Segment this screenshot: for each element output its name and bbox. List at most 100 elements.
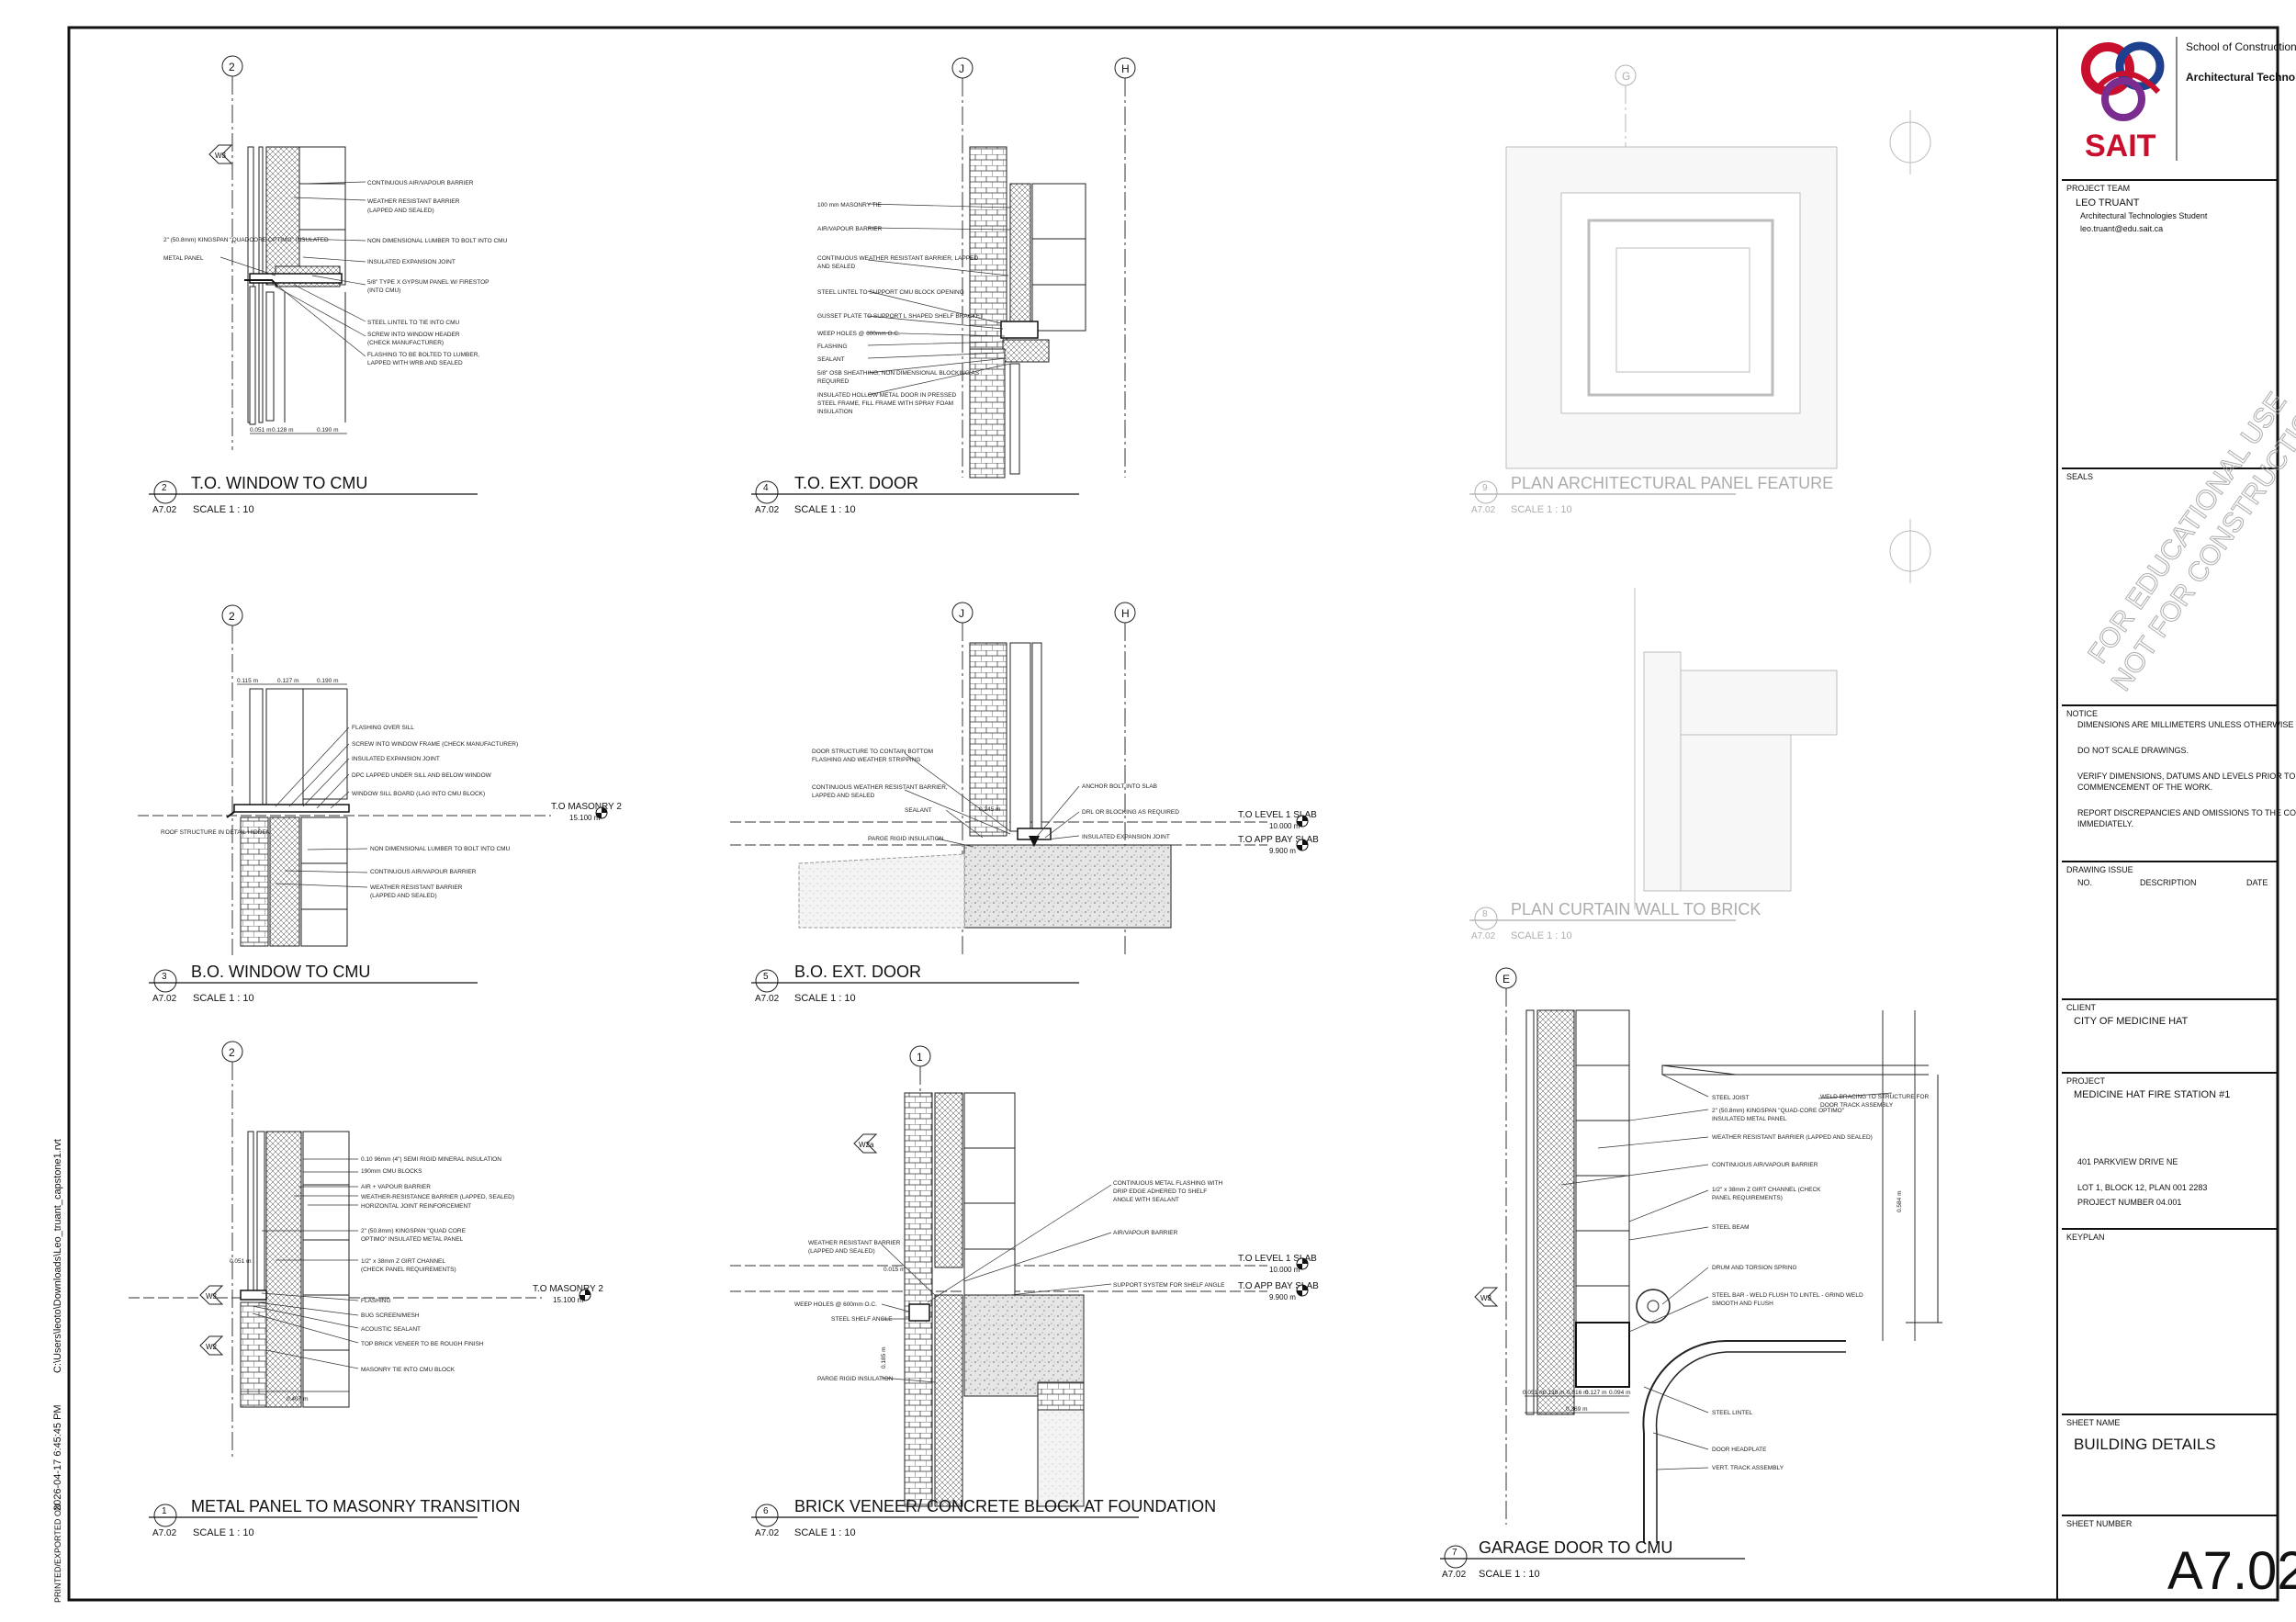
drawing-annotation: W2a: [859, 1141, 874, 1149]
team-role: Architectural Technologies Student: [2080, 211, 2208, 220]
drawing-annotation: 0.128 m: [272, 427, 294, 434]
drawing-annotation: E: [1503, 973, 1510, 986]
drawing-annotation: 0.115 m: [237, 678, 258, 684]
detail-9-plan-architectural-panel: G 9 A7.02 PLAN ARCHITECTURAL PANEL FEATU…: [1469, 64, 1931, 515]
project-name: MEDICINE HAT FIRE STATION #1: [2074, 1089, 2230, 1100]
detail-3-bo-window-to-cmu: 2 FLASHING OVER SILL SCREW INTO WINDOW F…: [138, 604, 622, 1004]
drawing-annotation: AIR + VAPOUR BARRIER: [361, 1184, 431, 1190]
sheet-name-label: SHEET NAME: [2066, 1418, 2120, 1427]
drawing-annotation: OPTIMO" INSULATED METAL PANEL: [361, 1236, 464, 1243]
drawing-annotation: VERT. TRACK ASSEMBLY: [1712, 1465, 1784, 1471]
detail-4-to-ext-door: J H 100 mm MASONRY TIE AIR/VAPOUR BARRIE…: [751, 57, 1136, 515]
drawing-annotation: SCALE 1 : 10: [1511, 504, 1572, 515]
project-team-label: PROJECT TEAM: [2066, 184, 2130, 193]
project-address: 401 PARKVIEW DRIVE NE: [2077, 1157, 2178, 1166]
detail-8-plan-curtain-wall-to-brick: 8 A7.02 PLAN CURTAIN WALL TO BRICK SCALE…: [1469, 519, 1931, 941]
drawing-annotation: WINDOW SILL BOARD (LAG INTO CMU BLOCK): [352, 791, 485, 797]
drawing-annotation: LAPPED AND SEALED: [812, 793, 875, 799]
drawing-annotation: 0.094 m: [1609, 1390, 1631, 1396]
drawing-annotation: ROOF STRUCTURE IN DETAIL HIDDEN: [161, 829, 271, 836]
drawing-annotation: A7.02: [755, 994, 780, 1004]
drawing-annotation: A7.02: [1471, 505, 1496, 515]
print-stamp: PRINTED/EXPORTED ON 2026-04-17 6:45:45 P…: [52, 1139, 63, 1603]
program-name: Architectural Technologies: [2186, 71, 2296, 84]
drawing-annotation: WEATHER RESISTANT BARRIER (LAPPED AND SE…: [1712, 1134, 1873, 1141]
drawing-annotation: (INTO CMU): [367, 287, 400, 294]
drawing-annotation: 2" (50.8mm) KINGSPAN "QUAD CORE: [361, 1228, 467, 1234]
drawing-annotation: 15.100 m: [569, 814, 601, 822]
school-name: School of Construction: [2186, 40, 2296, 53]
client-name: CITY OF MEDICINE HAT: [2074, 1016, 2189, 1027]
team-email: leo.truant@edu.sait.ca: [2080, 224, 2163, 233]
drawing-issue-label: DRAWING ISSUE: [2066, 865, 2133, 874]
drawing-annotation: 9.900 m: [1269, 847, 1296, 855]
drawing-annotation: 0.127 m: [1585, 1390, 1607, 1396]
drawing-annotation: STEEL BAR - WELD FLUSH TO LINTEL - GRIND…: [1712, 1292, 1863, 1299]
drawing-annotation: (LAPPED AND SEALED): [370, 893, 437, 899]
drawing-annotation: 0.185 m: [881, 1347, 887, 1369]
notice-6: IMMEDIATELY.: [2077, 819, 2133, 828]
issue-col-date: DATE: [2246, 878, 2268, 887]
drawing-annotation: T.O APP BAY SLAB: [1238, 835, 1319, 845]
drawing-annotation: 0.051 m: [1523, 1390, 1545, 1396]
drawing-annotation: INSULATED EXPANSION JOINT: [367, 259, 456, 265]
drawing-annotation: WEATHER-RESISTANCE BARRIER (LAPPED, SEAL…: [361, 1194, 514, 1200]
drawing-annotation: T.O APP BAY SLAB: [1238, 1281, 1319, 1291]
drawing-annotation: STEEL JOIST: [1712, 1095, 1750, 1101]
drawing-annotation: 0.051 m: [250, 427, 272, 434]
drawing-annotation: DPC LAPPED UNDER SILL AND BELOW WINDOW: [352, 772, 492, 779]
drawing-annotation: STEEL BEAM: [1712, 1224, 1750, 1231]
drawing-annotation: STEEL FRAME, FILL FRAME WITH SPRAY FOAM: [817, 400, 953, 407]
drawing-annotation: A7.02: [1442, 1570, 1467, 1580]
drawing-annotation: B.O. WINDOW TO CMU: [191, 963, 370, 981]
detail-7-garage-door-to-cmu: E W3 STEEL JOIST 2" (50.: [1440, 967, 1942, 1580]
drawing-annotation: PLAN CURTAIN WALL TO BRICK: [1511, 900, 1761, 918]
drawing-annotation: BRICK VENEER/ CONCRETE BLOCK AT FOUNDATI…: [794, 1497, 1216, 1515]
drawing-annotation: CONTINUOUS AIR/VAPOUR BARRIER: [367, 180, 474, 186]
drawing-annotation: PLAN ARCHITECTURAL PANEL FEATURE: [1511, 474, 1833, 492]
drawing-annotation: 9: [1482, 483, 1488, 493]
drawing-annotation: (CHECK PANEL REQUIREMENTS): [361, 1267, 456, 1273]
drawing-annotation: W3: [206, 1292, 218, 1301]
drawing-annotation: (LAPPED AND SEALED): [808, 1248, 875, 1255]
drawing-annotation: SCALE 1 : 10: [1479, 1569, 1540, 1580]
drawing-annotation: PARGE RIGID INSULATION: [817, 1376, 894, 1382]
detail-5-bo-ext-door: J H DOOR STRUCTURE TO CONTAIN BOTTOM FLA…: [730, 602, 1319, 1004]
drawing-annotation: 2" (50.8mm) KINGSPAN "QUADCORE OPTIMO" I…: [163, 237, 329, 243]
drawing-annotation: CONTINUOUS METAL FLASHING WITH: [1113, 1180, 1222, 1187]
drawing-annotation: H: [1121, 607, 1130, 620]
drawing-annotation: 7: [1452, 1548, 1458, 1558]
drawing-annotation: CONTINUOUS AIR/VAPOUR BARRIER: [370, 869, 477, 875]
drawing-annotation: 1: [162, 1506, 167, 1516]
drawing-annotation: T.O MASONRY 2: [533, 1284, 603, 1294]
drawing-annotation: W3: [215, 152, 227, 160]
project-label: PROJECT: [2066, 1076, 2106, 1086]
sheet-border: [67, 26, 2279, 1602]
sait-logo: SAIT: [2081, 41, 2165, 163]
drawing-annotation: 2: [162, 483, 167, 493]
drawing-annotation: 15.100 m: [553, 1296, 584, 1304]
drawing-annotation: FLASHING: [361, 1298, 391, 1304]
drawing-annotation: AND SEALED: [817, 264, 855, 270]
keyplan-label: KEYPLAN: [2066, 1233, 2105, 1242]
drawing-annotation: REQUIRED: [817, 378, 850, 385]
drawing-annotation: 1/2" x 38mm Z GIRT CHANNEL (CHECK: [1712, 1187, 1821, 1193]
drawing-annotation: 2: [229, 1046, 235, 1059]
stamp-line-1: FOR EDUCATIONAL USE: [2082, 387, 2292, 669]
drawing-annotation: INSULATED METAL PANEL: [1712, 1116, 1787, 1122]
drawing-annotation: 5: [763, 972, 769, 982]
drawing-annotation: LAPPED WITH WRB AND SEALED: [367, 360, 463, 366]
drawing-annotation: 1: [917, 1051, 923, 1064]
drawing-annotation: SCALE 1 : 10: [1511, 930, 1572, 941]
notice-label: NOTICE: [2066, 709, 2098, 718]
notice-2: DO NOT SCALE DRAWINGS.: [2077, 746, 2189, 755]
issue-col-description: DESCRIPTION: [2140, 878, 2197, 887]
drawing-annotation: WELD BRACING TO STRUCTURE FOR: [1820, 1094, 1930, 1100]
drawing-annotation: WEEP HOLES @ 600mm O.C.: [794, 1301, 877, 1308]
drawing-annotation: TOP BRICK VENEER TO BE ROUGH FINISH: [361, 1341, 484, 1347]
drawing-annotation: 5/8" TYPE X GYPSUM PANEL W/ FIRESTOP: [367, 279, 489, 286]
drawing-annotation: A7.02: [755, 1528, 780, 1538]
drawing-annotation: 0.138 m: [1543, 1390, 1565, 1396]
drawing-annotation: AIR/VAPOUR BARRIER: [1113, 1230, 1178, 1236]
